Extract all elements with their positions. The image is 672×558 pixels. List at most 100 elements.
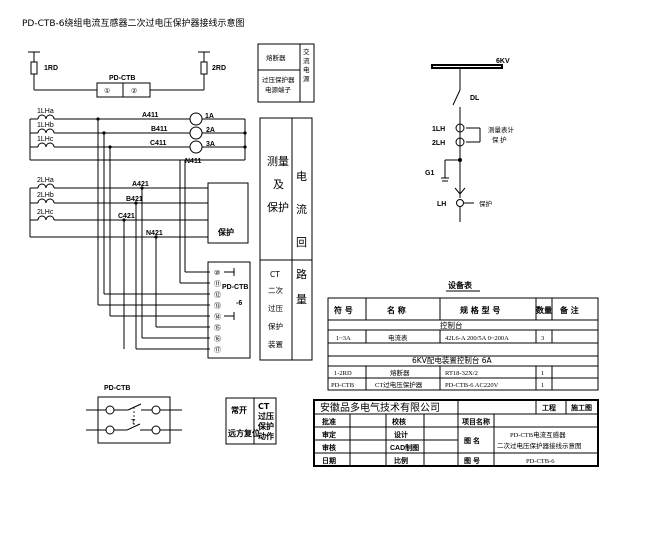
switch-t5	[105, 425, 115, 435]
switch-k-label: T	[131, 419, 136, 426]
wire-b411: B411	[151, 126, 167, 133]
ct-1lha-label: 1LHa	[37, 108, 54, 115]
ct-coil-1a	[37, 114, 55, 120]
wire-c411: C411	[150, 140, 166, 147]
supply-side-3: 电	[303, 65, 310, 74]
switch-box	[97, 396, 171, 444]
prot-note: 保护	[479, 199, 492, 208]
breaker-dl-label: DL	[470, 95, 480, 102]
legend-normal-open: 常开	[231, 405, 247, 415]
project-label: 工程	[542, 403, 556, 412]
supply-box-label-1: 过压保护器	[262, 75, 295, 84]
row-date: 日期	[322, 456, 336, 465]
section-console: 控制台	[440, 320, 463, 330]
bus-6kv	[431, 64, 503, 69]
ammeter-2a-label: 2A	[206, 127, 215, 134]
legend-box	[225, 397, 277, 445]
supply-side-4: 源	[303, 74, 310, 83]
term-11: ⑪	[214, 280, 221, 288]
title-block-frame	[313, 399, 599, 467]
fuse-1rd	[30, 61, 38, 75]
and-label: 及	[273, 178, 284, 191]
fuse-2rd-label: 2RD	[212, 65, 226, 72]
drawing-name-label: 图 名	[464, 436, 480, 445]
row3-qty: 1	[541, 382, 544, 389]
pdctb6-box	[207, 261, 251, 359]
drawing-name-line2: 二次过电压保护器接线示意图	[497, 441, 582, 450]
row-design: 设计	[394, 430, 408, 439]
project-name-label: 项目名称	[462, 417, 490, 426]
row-scale: 比例	[394, 456, 408, 465]
row3-spec: PD-CTB-6 AC220V	[445, 382, 499, 389]
stage-label: 施工图	[571, 403, 592, 412]
protection-label: 保护	[217, 227, 234, 237]
wire-c421: C421	[118, 213, 135, 220]
ct-box-line4: 保护	[268, 321, 283, 331]
title-block: 安徽品多电气技术有限公司 工程 施工图 批准 校核 审定 设计 审核 CAD制图…	[313, 399, 599, 467]
col-symbol: 符 号	[334, 305, 353, 315]
drawing-name-line1: PD-CTB电流互感器	[510, 430, 566, 439]
term-16: ⑯	[214, 335, 221, 343]
terminal-drop-wires	[97, 119, 210, 350]
ct-2lh-label: 2LH	[432, 140, 445, 147]
fuse-2rd	[200, 61, 208, 75]
row-authorize: 审定	[322, 430, 336, 439]
ct-coil-2c	[37, 215, 55, 221]
dev-terminal-1: ①	[104, 87, 110, 95]
row-check: 校核	[392, 417, 406, 426]
drawing-no: PD-CTB-6	[526, 458, 555, 465]
row3-name: CT过电压保护器	[375, 380, 423, 389]
col-name: 名 称	[387, 305, 406, 315]
circuit-char-2: 流	[296, 202, 307, 216]
meas-note-1: 测量表计	[488, 125, 515, 134]
legend-remote-reset: 远方复位	[228, 428, 260, 438]
equipment-table-title: 设备表	[448, 280, 473, 290]
switch-title: PD-CTB	[104, 385, 130, 392]
term-13: ⑬	[214, 302, 221, 310]
row1-qty: 3	[541, 335, 544, 342]
legend-protect: 保护	[257, 421, 274, 431]
ct-2lhc-label: 2LHc	[37, 209, 54, 216]
row2-name: 熔断器	[390, 368, 410, 377]
term-15: ⑮	[214, 324, 221, 332]
circuit-char-3: 回	[296, 236, 307, 249]
pdctb6-device: ⑩ ⑪ ⑫ ⑬ ⑭ ⑮ ⑯ ⑰ PD-CTB -6	[207, 261, 251, 359]
ct-box-line3: 过压	[268, 303, 283, 313]
company-name: 安徽品多电气技术有限公司	[320, 401, 440, 414]
meas-note-2: 保 护	[492, 135, 507, 144]
term-14: ⑭	[214, 313, 221, 321]
ct-lh-label: LH	[437, 201, 446, 208]
equipment-table-frame	[327, 297, 599, 391]
circuit-column-boxes: 测量 及 保护 电 流 回 路 量 CT 二次 过压 保护 装置	[259, 117, 313, 361]
wire-b421: B421	[126, 196, 143, 203]
wire-a421: A421	[132, 181, 149, 188]
term-10: ⑩	[214, 269, 220, 277]
bus-6kv-label: 6KV	[496, 58, 510, 65]
circuit-char-1: 电	[296, 170, 307, 183]
power-supply-section: 1RD 2RD PD-CTB ① ② 熔断器 过压保护器 电源端子 交 流 电 …	[28, 43, 315, 103]
ammeter-3a-label: 3A	[206, 141, 215, 148]
ct-coil-1b	[37, 128, 55, 134]
row2-spec: RT18-32X/2	[445, 370, 478, 377]
row1-name: 电流表	[388, 333, 408, 342]
legend-ct: CT	[258, 402, 270, 411]
wire-n411: N411	[185, 158, 201, 165]
section-6kv: 6KV配电装置控制台 6A	[412, 355, 492, 365]
equipment-table: 设备表 符 号 名 称 规 格 型 号 数量 备 注 控制台 1~3A 电流表 …	[327, 280, 599, 391]
row-cad: CAD制图	[390, 443, 419, 452]
row2-symbol: 1-2RD	[334, 370, 352, 377]
row1-symbol: 1~3A	[336, 335, 351, 342]
ammeter-1a	[189, 112, 203, 126]
protect-label: 保护	[267, 200, 289, 214]
ct-coil-2a	[37, 183, 55, 189]
drawing-title: PD-CTB-6绕组电流互感器二次过电压保护器接线示意图	[22, 17, 245, 29]
ct-lh-symbol	[456, 199, 464, 207]
wire-a411: A411	[142, 112, 158, 119]
dev-terminal-2: ②	[131, 87, 137, 95]
supply-box-label-2: 电源端子	[265, 85, 292, 94]
ct-group-2: 2LHa 2LHb 2LHc A421 B421 C421 N421 保护	[29, 177, 249, 244]
row2-qty: 1	[541, 370, 544, 377]
single-line-diagram: 6KV DL 1LH 2LH 测量表计 保 护 G1 LH 保护	[425, 58, 515, 222]
